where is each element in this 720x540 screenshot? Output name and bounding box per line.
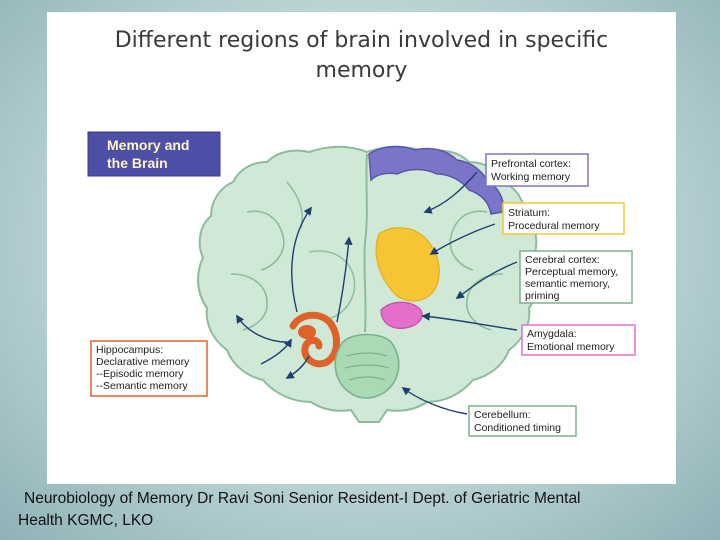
brain-fold-center xyxy=(308,250,356,319)
arrow-amygdala xyxy=(421,312,518,331)
arrow-left-long-1 xyxy=(291,206,312,313)
arrow-striatum xyxy=(429,223,496,255)
amygdala-region xyxy=(380,301,423,329)
slide-panel: Different regions of brain involved in s… xyxy=(47,12,676,484)
arrow-hippocampus xyxy=(260,338,292,365)
svg-text:Hippocampus: Declarati: Hippocampus: Declarative memory --Episod… xyxy=(96,344,192,392)
svg-text:Cerebral cortex: Perce: Cerebral cortex: Perceptual memory, sema… xyxy=(525,254,621,302)
label-hippocampus-line-1: Hippocampus: xyxy=(96,344,163,356)
label-prefrontal-line-2: Working memory xyxy=(491,171,571,183)
label-striatum: Striatum: Procedural memory xyxy=(502,202,625,235)
brain-fold-left-1 xyxy=(246,210,285,271)
cerebellum-region xyxy=(334,333,400,399)
svg-text:Striatum: Procedural m: Striatum: Procedural memory xyxy=(508,207,600,232)
label-striatum-line-1: Striatum: xyxy=(508,207,550,219)
memory-brain-diagram: Memory and the Brain xyxy=(87,131,636,437)
label-hippocampus-line-4: --Semantic memory xyxy=(96,380,188,392)
slide-title-line-1: Different regions of brain involved in s… xyxy=(114,28,609,53)
label-amygdala-line-2: Emotional memory xyxy=(527,341,615,353)
label-cerebral-line-4: priming xyxy=(525,290,560,302)
label-prefrontal-line-1: Prefrontal cortex: xyxy=(491,158,571,170)
label-cerebellum-line-2: Conditioned timing xyxy=(474,422,561,434)
brain-fold-right-1 xyxy=(449,210,488,271)
brain-fold-left-2 xyxy=(230,273,268,331)
label-hippocampus: Hippocampus: Declarative memory --Episod… xyxy=(90,340,208,397)
svg-text:Amygdala: Emotional me: Amygdala: Emotional memory xyxy=(527,328,615,353)
label-striatum-line-2: Procedural memory xyxy=(508,220,600,232)
label-cerebral-line-2: Perceptual memory, xyxy=(525,266,618,278)
footer-line-1: Neurobiology of Memory Dr Ravi Soni Seni… xyxy=(24,490,581,507)
slide-footer: Neurobiology of Memory Dr Ravi Soni Seni… xyxy=(18,488,708,532)
slide-title-line-2: memory xyxy=(315,58,408,83)
prefrontal-cortex-region xyxy=(368,145,505,215)
svg-text:Prefrontal cortex: Wor: Prefrontal cortex: Working memory xyxy=(491,158,574,183)
arrow-cerebral xyxy=(455,261,518,299)
label-hippocampus-line-2: Declarative memory xyxy=(96,356,190,368)
banner-memory-and-brain: Memory and the Brain xyxy=(87,131,221,177)
arrow-cerebellum xyxy=(401,386,468,415)
label-cerebral-line-3: semantic memory, xyxy=(525,278,610,290)
label-amygdala-line-1: Amygdala: xyxy=(527,328,577,340)
connection-arrows xyxy=(236,171,518,415)
label-cerebellum-line-1: Cerebellum: xyxy=(474,409,531,421)
hippocampus-region xyxy=(289,311,340,368)
brain-outline xyxy=(197,145,539,423)
banner-line-2: the Brain xyxy=(107,155,168,171)
striatum-region xyxy=(375,227,440,302)
label-amygdala: Amygdala: Emotional memory xyxy=(521,324,636,356)
label-cerebellum: Cerebellum: Conditioned timing xyxy=(468,405,577,437)
banner-line-1: Memory and xyxy=(107,137,189,153)
brain-midline xyxy=(363,153,368,333)
arrow-left-long-2 xyxy=(236,314,288,343)
label-prefrontal: Prefrontal cortex: Working memory xyxy=(485,153,589,187)
arrow-prefrontal xyxy=(423,171,478,214)
label-cerebral-line-1: Cerebral cortex: xyxy=(525,254,600,266)
label-hippocampus-line-3: --Episodic memory xyxy=(96,368,184,380)
slide-title: Different regions of brain involved in s… xyxy=(47,26,676,86)
arrow-center-up xyxy=(336,236,353,323)
label-cerebral-cortex: Cerebral cortex: Perceptual memory, sema… xyxy=(519,250,633,304)
svg-text:Cerebellum: Conditione: Cerebellum: Conditioned timing xyxy=(474,409,561,434)
brain-section xyxy=(197,145,539,423)
arrow-left-long-3 xyxy=(285,355,310,379)
footer-line-2: Health KGMC, LKO xyxy=(18,512,154,529)
